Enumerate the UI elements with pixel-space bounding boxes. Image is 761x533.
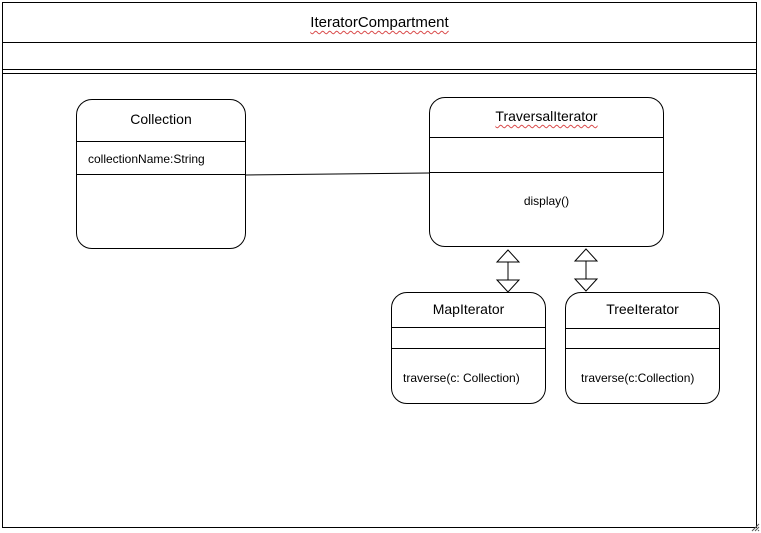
class-map-iterator[interactable]: MapIterator traverse(c: Collection) bbox=[391, 292, 546, 404]
class-name: Collection bbox=[130, 111, 192, 127]
class-divider bbox=[430, 172, 663, 173]
compartment-title: IteratorCompartment bbox=[310, 14, 449, 31]
class-traversal-iterator[interactable]: TraversalIterator display() bbox=[429, 97, 664, 247]
class-name: TreeIterator bbox=[606, 301, 679, 317]
resize-handle-icon[interactable] bbox=[750, 522, 760, 532]
class-divider bbox=[566, 328, 719, 329]
class-tree-iterator[interactable]: TreeIterator traverse(c:Collection) bbox=[565, 292, 720, 404]
class-attribute: collectionName:String bbox=[88, 152, 205, 166]
class-divider bbox=[430, 137, 663, 138]
compartment-divider-bottom bbox=[3, 73, 756, 74]
association-line bbox=[244, 172, 430, 176]
class-divider bbox=[392, 348, 545, 349]
class-operation: traverse(c: Collection) bbox=[403, 371, 520, 385]
class-name: TraversalIterator bbox=[495, 108, 598, 124]
class-divider bbox=[77, 141, 245, 142]
class-divider bbox=[77, 174, 245, 175]
class-collection[interactable]: Collection collectionName:String bbox=[76, 99, 246, 249]
class-operation: traverse(c:Collection) bbox=[581, 371, 695, 385]
class-name: MapIterator bbox=[432, 301, 505, 317]
class-divider bbox=[566, 348, 719, 349]
class-divider bbox=[392, 327, 545, 328]
title-divider bbox=[3, 42, 756, 43]
compartment-divider-top bbox=[3, 69, 756, 70]
compartment-frame[interactable]: IteratorCompartment bbox=[2, 2, 757, 528]
tree-generalization-arrow bbox=[573, 248, 599, 292]
map-generalization-arrow bbox=[495, 249, 521, 293]
class-operation: display() bbox=[523, 194, 570, 208]
